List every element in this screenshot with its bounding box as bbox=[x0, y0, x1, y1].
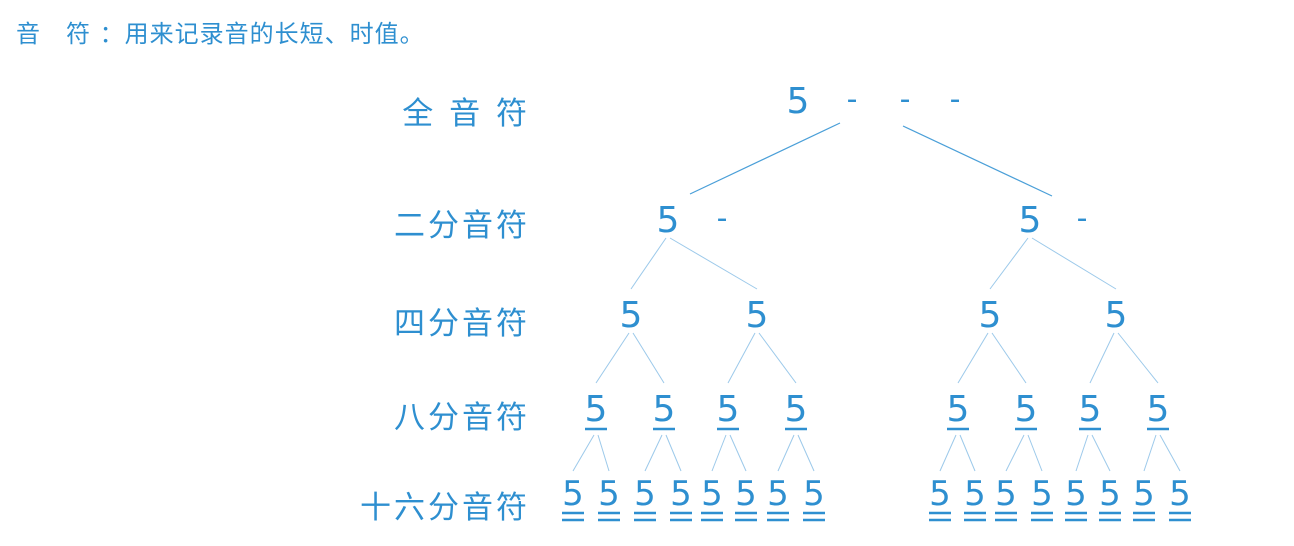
connector-line bbox=[1091, 434, 1111, 472]
duration-dash: - bbox=[847, 82, 858, 117]
note-five: 5 bbox=[746, 295, 769, 336]
note-five: 5 bbox=[1079, 389, 1102, 430]
note-five: 5 bbox=[562, 474, 584, 514]
note-five: 5 bbox=[634, 474, 656, 514]
note-five: 5 bbox=[947, 389, 970, 430]
row-label-eighth-note: 八分音符 bbox=[394, 400, 530, 436]
row-label-quarter-note: 四分音符 bbox=[394, 306, 530, 342]
connector-line bbox=[758, 332, 797, 384]
connector-line bbox=[959, 434, 976, 472]
connector-line bbox=[939, 434, 957, 472]
connector-line bbox=[644, 434, 663, 472]
row-label-whole-note: 全 音 符 bbox=[402, 96, 530, 132]
note-five: 5 bbox=[653, 389, 676, 430]
note-five: 5 bbox=[1019, 200, 1042, 241]
note-five: 5 bbox=[1031, 474, 1053, 514]
note-five: 5 bbox=[585, 389, 608, 430]
connector-line bbox=[1031, 237, 1117, 290]
note-five: 5 bbox=[1099, 474, 1121, 514]
connector-line bbox=[665, 434, 682, 472]
connector-line bbox=[632, 332, 665, 384]
note-five: 5 bbox=[767, 474, 789, 514]
note-five: 5 bbox=[785, 389, 808, 430]
connector-line bbox=[1005, 434, 1025, 472]
duration-dash: - bbox=[900, 82, 911, 117]
note-five: 5 bbox=[995, 474, 1017, 514]
connector-line bbox=[989, 237, 1029, 290]
connector-line bbox=[1075, 434, 1089, 472]
connector-line bbox=[630, 237, 667, 290]
connector-line bbox=[957, 332, 989, 384]
note-five: 5 bbox=[803, 474, 825, 514]
note-five: 5 bbox=[670, 474, 692, 514]
connector-line bbox=[595, 332, 630, 384]
connector-line bbox=[991, 332, 1027, 384]
note-five: 5 bbox=[929, 474, 951, 514]
row-label-sixteenth-note: 十六分音符 bbox=[360, 490, 530, 526]
connector-line bbox=[689, 122, 841, 195]
note-five: 5 bbox=[1133, 474, 1155, 514]
note-five: 5 bbox=[657, 200, 680, 241]
note-five: 5 bbox=[1169, 474, 1191, 514]
duration-dash: - bbox=[1077, 201, 1088, 236]
connector-line bbox=[1159, 434, 1181, 472]
note-five: 5 bbox=[964, 474, 986, 514]
connector-line bbox=[1089, 332, 1115, 384]
duration-dash: - bbox=[950, 82, 961, 117]
connector-line bbox=[572, 434, 595, 472]
connector-line bbox=[669, 237, 758, 290]
connector-line bbox=[1143, 434, 1157, 472]
note-five: 5 bbox=[787, 81, 810, 122]
note-five: 5 bbox=[598, 474, 620, 514]
connector-line bbox=[1027, 434, 1043, 472]
note-five: 5 bbox=[1015, 389, 1038, 430]
connector-line bbox=[1117, 332, 1159, 384]
connector-line bbox=[597, 434, 610, 472]
connector-line bbox=[729, 434, 747, 472]
row-label-half-note: 二分音符 bbox=[394, 208, 530, 244]
connector-line bbox=[777, 434, 795, 472]
connector-line bbox=[902, 125, 1053, 197]
note-five: 5 bbox=[735, 474, 757, 514]
heading: 音 符 ：用来记录音的长短、时值。 bbox=[16, 20, 425, 48]
duration-dash: - bbox=[717, 201, 728, 236]
connector-line bbox=[711, 434, 727, 472]
connector-line bbox=[727, 332, 756, 384]
note-five: 5 bbox=[979, 295, 1002, 336]
connector-line bbox=[797, 434, 815, 472]
note-five: 5 bbox=[1147, 389, 1170, 430]
note-five: 5 bbox=[620, 295, 643, 336]
note-five: 5 bbox=[717, 389, 740, 430]
note-five: 5 bbox=[1105, 295, 1128, 336]
note-five: 5 bbox=[701, 474, 723, 514]
note-five: 5 bbox=[1065, 474, 1087, 514]
